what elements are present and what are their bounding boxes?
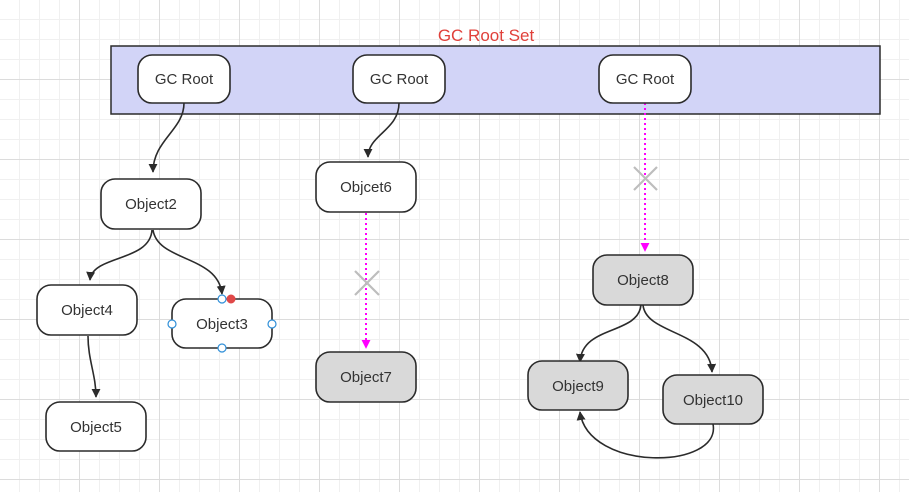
- connection-handle-active[interactable]: [226, 294, 236, 304]
- object2-label: Object2: [125, 196, 177, 213]
- objcet6-label: Objcet6: [340, 179, 392, 196]
- edge-gc-root-to-object2[interactable]: [148, 102, 185, 173]
- object5-label: Object5: [70, 419, 122, 436]
- object5-node[interactable]: Object5: [45, 401, 147, 452]
- gc-root-node[interactable]: GC Root: [598, 54, 692, 104]
- edge-object4-to-object5[interactable]: [87, 335, 101, 398]
- connection-handle-right[interactable]: [267, 319, 277, 329]
- objcet6-node[interactable]: Objcet6: [315, 161, 417, 213]
- object4-node[interactable]: Object4: [36, 284, 138, 336]
- broken-reference-cross-icon: [354, 270, 380, 296]
- object9-node[interactable]: Object9: [527, 360, 629, 411]
- gc-root-label: GC Root: [155, 71, 214, 88]
- edge-object10-to-object9[interactable]: [576, 411, 714, 459]
- object8-label: Object8: [617, 272, 669, 289]
- edge-object2-to-object3[interactable]: [152, 229, 226, 295]
- gc-root-node[interactable]: GC Root: [137, 54, 231, 104]
- gc-root-set-container[interactable]: [110, 45, 881, 115]
- object2-node[interactable]: Object2: [100, 178, 202, 230]
- object3-label: Object3: [196, 316, 248, 333]
- edge-object8-to-object10[interactable]: [642, 304, 717, 373]
- gc-root-node[interactable]: GC Root: [352, 54, 446, 104]
- object7-label: Object7: [340, 369, 392, 386]
- object10-node[interactable]: Object10: [662, 374, 764, 425]
- edges-layer: [86, 102, 717, 459]
- connection-handle-left[interactable]: [167, 319, 177, 329]
- edge-object2-to-object4[interactable]: [86, 229, 153, 281]
- object8-node[interactable]: Object8: [592, 254, 694, 306]
- gc-root-label: GC Root: [370, 71, 429, 88]
- nodes-layer: GC Root GC Root GC Root Object2 Object4 …: [36, 54, 764, 452]
- object7-node[interactable]: Object7: [315, 351, 417, 403]
- object10-label: Object10: [683, 392, 743, 409]
- object9-label: Object9: [552, 378, 604, 395]
- connection-handle-top[interactable]: [217, 294, 227, 304]
- edge-object8-to-object9[interactable]: [575, 304, 642, 363]
- broken-reference-cross-icon: [633, 166, 658, 191]
- object4-label: Object4: [61, 302, 113, 319]
- edge-gc-root-to-objcet6[interactable]: [363, 102, 400, 158]
- connection-handle-bottom[interactable]: [217, 343, 227, 353]
- gc-root-label: GC Root: [616, 71, 675, 88]
- object3-node[interactable]: Object3: [167, 294, 277, 353]
- root-set-title: GC Root Set: [438, 26, 535, 45]
